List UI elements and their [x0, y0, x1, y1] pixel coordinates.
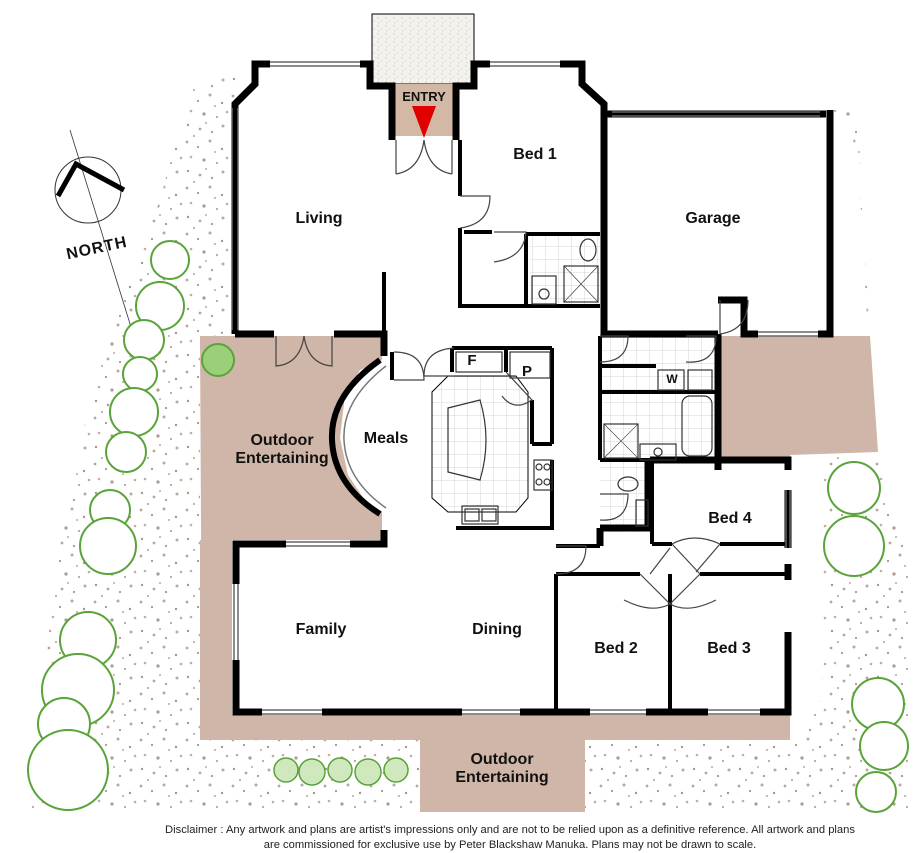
- outdoor-bottom-line2: Entertaining: [455, 768, 549, 786]
- compass: [54, 129, 136, 341]
- outdoor-left-line1: Outdoor: [250, 432, 314, 449]
- tiled-wc: [600, 462, 650, 532]
- outdoor-entertaining-left-label: Outdoor Entertaining: [222, 432, 342, 467]
- tiled-laundry: [600, 336, 718, 460]
- outdoor-entertaining-deck-surround: [200, 540, 790, 812]
- toilet-wc: [617, 476, 639, 492]
- fridge-label: F: [467, 352, 477, 369]
- meals-curved-wall: [328, 357, 382, 517]
- dining-label: Dining: [472, 621, 522, 638]
- entry-arrow: [412, 106, 436, 138]
- trees: [27, 240, 909, 813]
- toilet-ensuite: [579, 238, 597, 262]
- sink: [461, 505, 499, 525]
- bed3-label: Bed 3: [707, 640, 751, 657]
- shower-ensuite: [563, 265, 599, 303]
- pantry-label: P: [521, 363, 532, 380]
- doors: [275, 139, 749, 609]
- shower-main: [603, 423, 639, 459]
- tiled-kitchen-island: [431, 375, 529, 513]
- trough: [687, 369, 713, 391]
- bath: [681, 395, 713, 457]
- garage-label: Garage: [685, 210, 741, 227]
- windows: [231, 61, 820, 715]
- entry-label: ENTRY: [402, 89, 446, 104]
- tiled-ensuite: [530, 236, 600, 308]
- entry-porch-paving: [371, 13, 475, 85]
- shrub-hedge: [273, 757, 409, 786]
- gravel-garden-left: [30, 70, 420, 812]
- side-deck-right: [718, 336, 878, 458]
- meals-label: Meals: [363, 430, 409, 447]
- pantry: [509, 351, 551, 379]
- outdoor-left-line2: Entertaining: [235, 449, 329, 467]
- bed1-label: Bed 1: [513, 146, 557, 163]
- disclaimer-text: Disclaimer : Any artwork and plans are a…: [165, 824, 855, 851]
- outdoor-bottom-line1: Outdoor: [470, 751, 534, 768]
- outdoor-entertaining-bottom-label: Outdoor Entertaining: [442, 751, 562, 786]
- external-walls: [231, 60, 834, 716]
- outdoor-entertaining-deck-left: [200, 336, 382, 712]
- family-label: Family: [295, 621, 347, 638]
- island-bench: [447, 399, 487, 481]
- gravel-garden-right: [585, 110, 910, 812]
- bed4-label: Bed 4: [708, 510, 752, 527]
- cooktop: [533, 459, 553, 491]
- bed2-label: Bed 2: [594, 640, 638, 657]
- meals-curved-glazing: [343, 365, 387, 509]
- fixtures: [447, 238, 713, 527]
- living-label: Living: [295, 210, 343, 227]
- washer-label: W: [666, 372, 678, 386]
- washer: [657, 369, 685, 391]
- fridge-space: [455, 351, 503, 373]
